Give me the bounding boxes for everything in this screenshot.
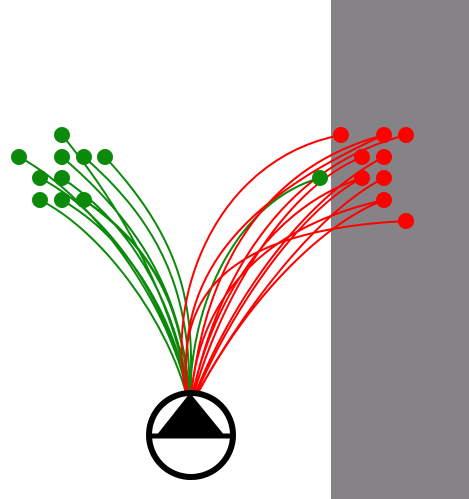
red-endpoints bbox=[333, 127, 414, 229]
green-endpoint bbox=[76, 192, 92, 208]
green-endpoint bbox=[54, 127, 70, 143]
green-trajectory bbox=[188, 177, 321, 409]
green-endpoint bbox=[32, 192, 48, 208]
red-endpoint bbox=[333, 127, 349, 143]
green-endpoint bbox=[312, 170, 328, 186]
green-trajectory bbox=[83, 156, 191, 409]
green-trajectory bbox=[39, 199, 191, 409]
red-trajectory bbox=[185, 134, 385, 409]
red-trajectories bbox=[180, 134, 407, 409]
green-endpoint bbox=[11, 149, 27, 165]
red-endpoint bbox=[376, 149, 392, 165]
red-trajectory bbox=[180, 134, 342, 409]
agent-icon bbox=[146, 390, 236, 480]
red-trajectory bbox=[189, 156, 363, 409]
red-trajectory bbox=[189, 199, 385, 409]
red-trajectory bbox=[189, 156, 385, 409]
green-endpoint bbox=[54, 170, 70, 186]
red-endpoint bbox=[376, 192, 392, 208]
agent-heading-triangle bbox=[156, 393, 225, 436]
red-endpoint bbox=[398, 213, 414, 229]
gray-region bbox=[331, 0, 469, 499]
red-endpoint bbox=[398, 127, 414, 143]
green-endpoint bbox=[54, 149, 70, 165]
red-endpoint bbox=[376, 127, 392, 143]
red-endpoint bbox=[354, 149, 370, 165]
green-endpoint bbox=[76, 149, 92, 165]
green-endpoints bbox=[11, 127, 328, 208]
red-trajectory bbox=[189, 199, 385, 409]
green-endpoint bbox=[54, 192, 70, 208]
green-endpoint bbox=[32, 170, 48, 186]
red-endpoint bbox=[376, 170, 392, 186]
green-endpoint bbox=[97, 149, 113, 165]
red-trajectory bbox=[189, 177, 363, 409]
red-endpoint bbox=[354, 170, 370, 186]
